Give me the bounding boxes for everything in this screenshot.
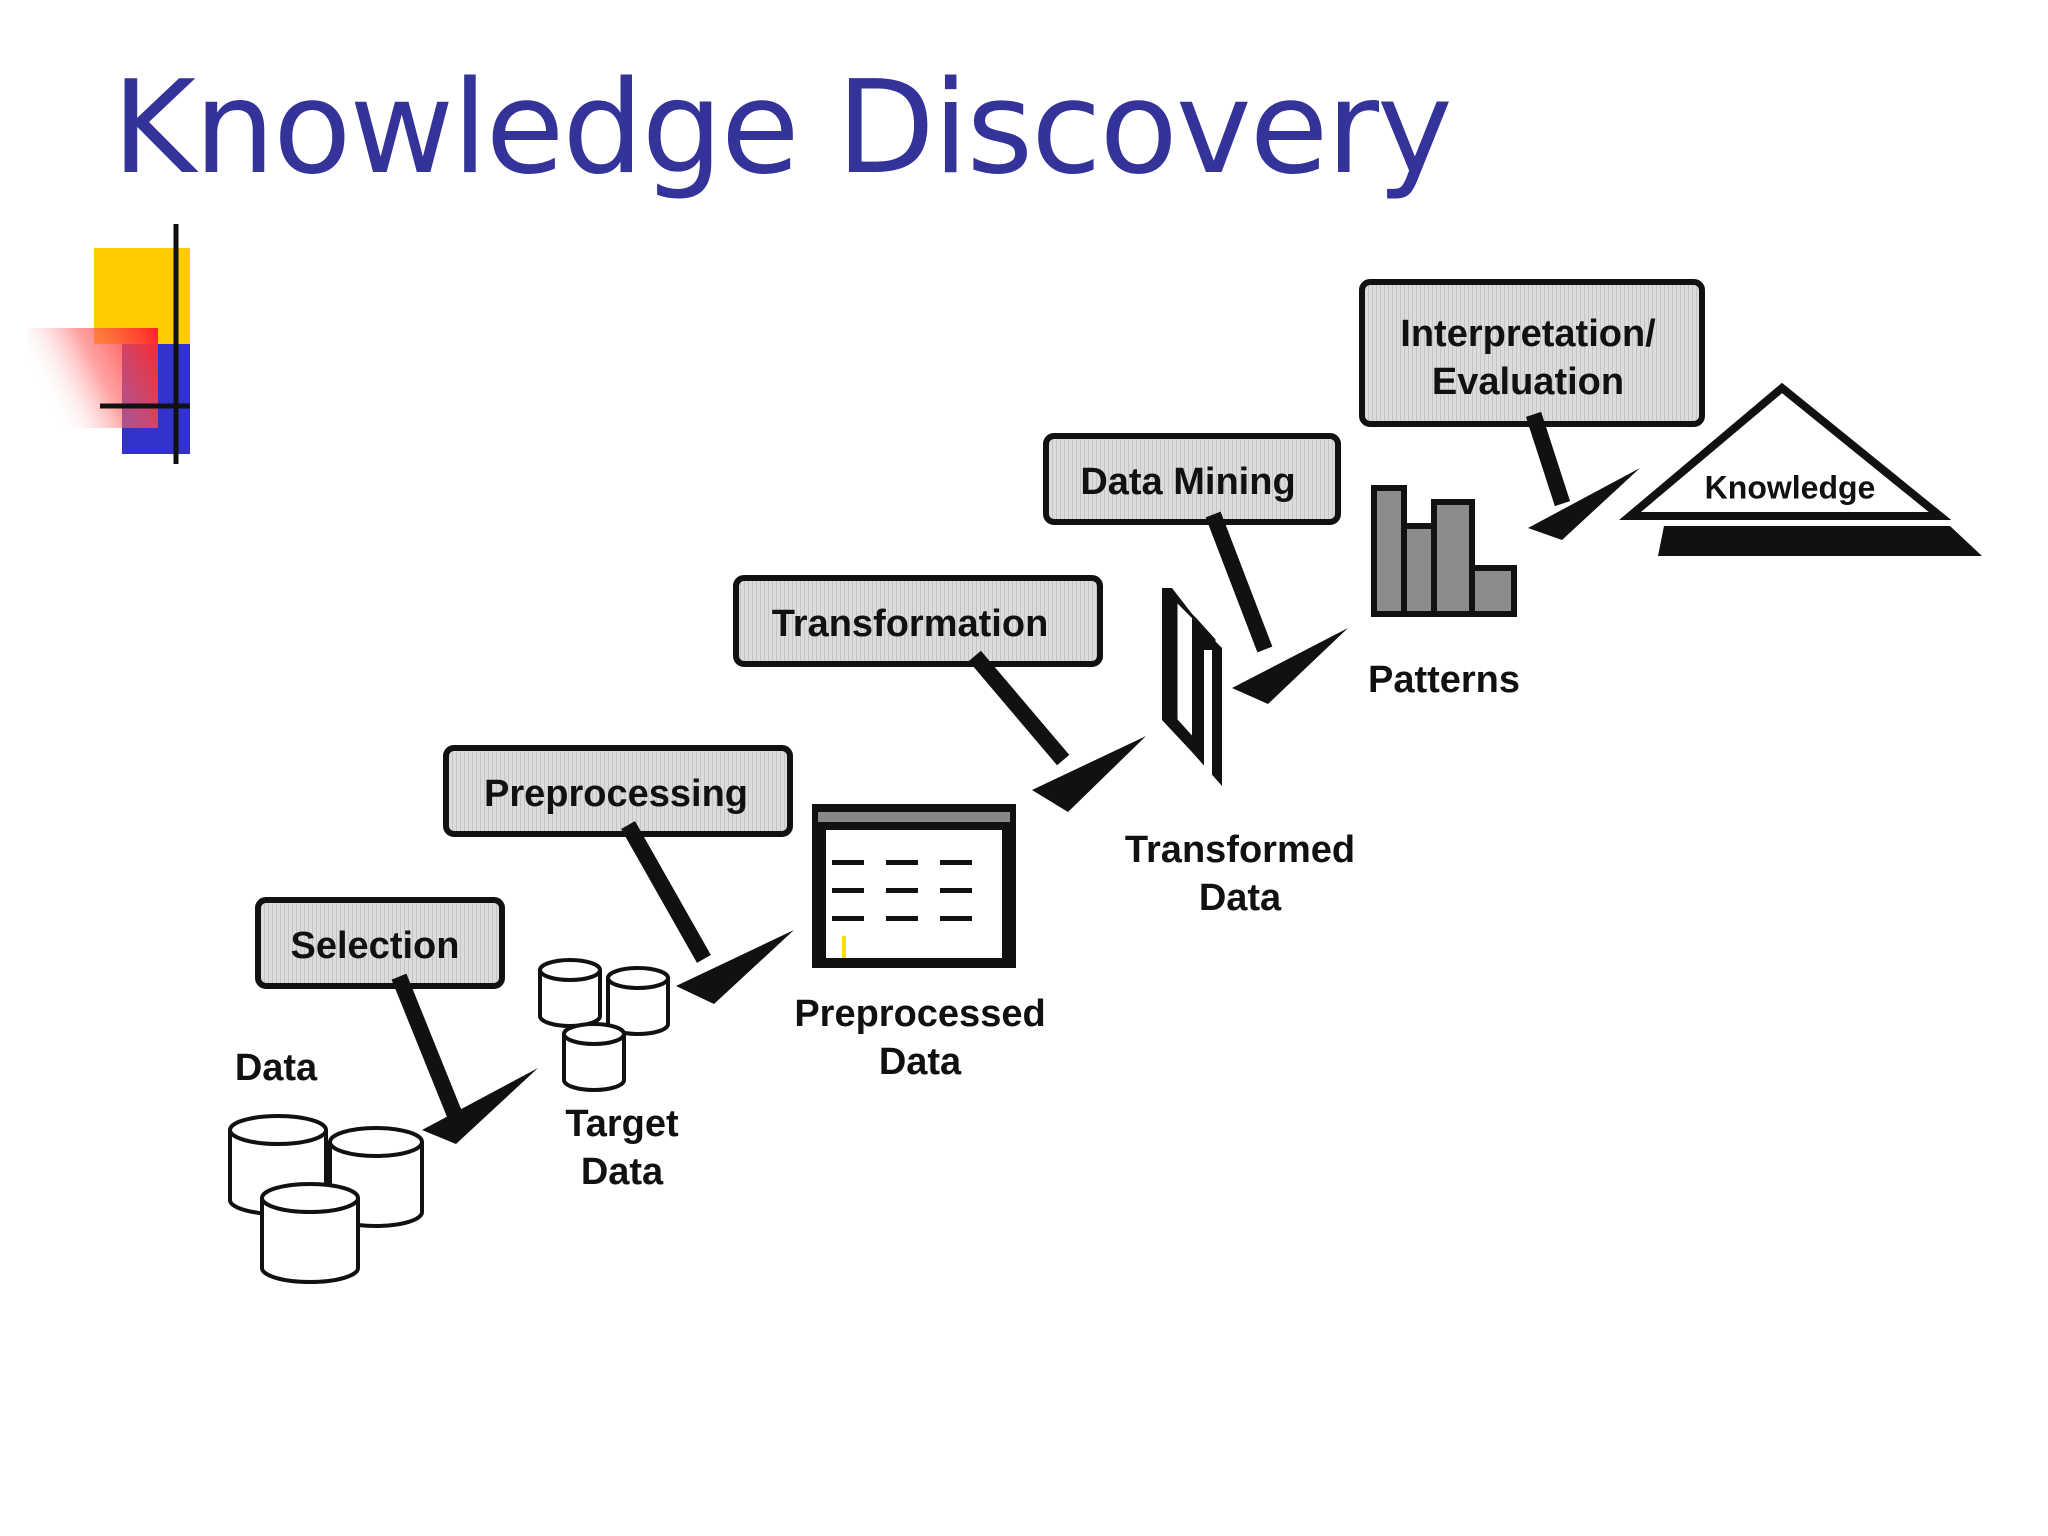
decorative-squares-icon — [28, 224, 190, 464]
step-box-interpretation-evaluation: Interpretation/ Evaluation — [1359, 279, 1705, 427]
transformed-data-label-line1: Transformed — [1125, 829, 1355, 871]
arrow-selection — [391, 973, 538, 1144]
patterns-bars-icon — [1371, 485, 1517, 617]
step-label-preprocessing: Preprocessing — [484, 773, 748, 815]
step-box-selection: Selection — [255, 897, 505, 989]
target-data-label-line1: Target — [565, 1103, 679, 1145]
slide-title: Knowledge Discovery — [112, 54, 1453, 203]
step-label-selection: Selection — [291, 925, 460, 967]
step-box-data-mining: Data Mining — [1043, 433, 1341, 525]
knowledge-label: Knowledge — [1705, 469, 1876, 505]
data-cylinders-icon — [228, 1114, 424, 1284]
step-label-interpretation: Interpretation/ — [1400, 313, 1656, 355]
preprocessed-data-label-line2: Data — [879, 1041, 962, 1083]
knowledge-triangle-icon — [1619, 382, 1982, 556]
preprocessed-table-icon — [812, 804, 1016, 968]
target-data-cylinders-icon — [538, 958, 670, 1092]
transformed-data-label-line2: Data — [1199, 877, 1282, 919]
step-box-transformation: Transformation — [733, 575, 1103, 667]
arrow-transformation — [968, 650, 1146, 812]
arrow-interpretation — [1525, 411, 1640, 540]
preprocessed-data-label-line1: Preprocessed — [794, 993, 1045, 1035]
step-label-data-mining: Data Mining — [1080, 461, 1295, 503]
step-box-preprocessing: Preprocessing — [443, 745, 793, 837]
arrow-preprocessing — [621, 821, 794, 1004]
transformed-data-sheets-icon — [1162, 588, 1222, 786]
step-label-evaluation: Evaluation — [1432, 361, 1624, 403]
data-label: Data — [235, 1047, 318, 1089]
step-label-transformation: Transformation — [772, 603, 1049, 645]
target-data-label-line2: Data — [581, 1151, 664, 1193]
patterns-label: Patterns — [1368, 659, 1520, 701]
arrow-data-mining — [1205, 511, 1348, 704]
